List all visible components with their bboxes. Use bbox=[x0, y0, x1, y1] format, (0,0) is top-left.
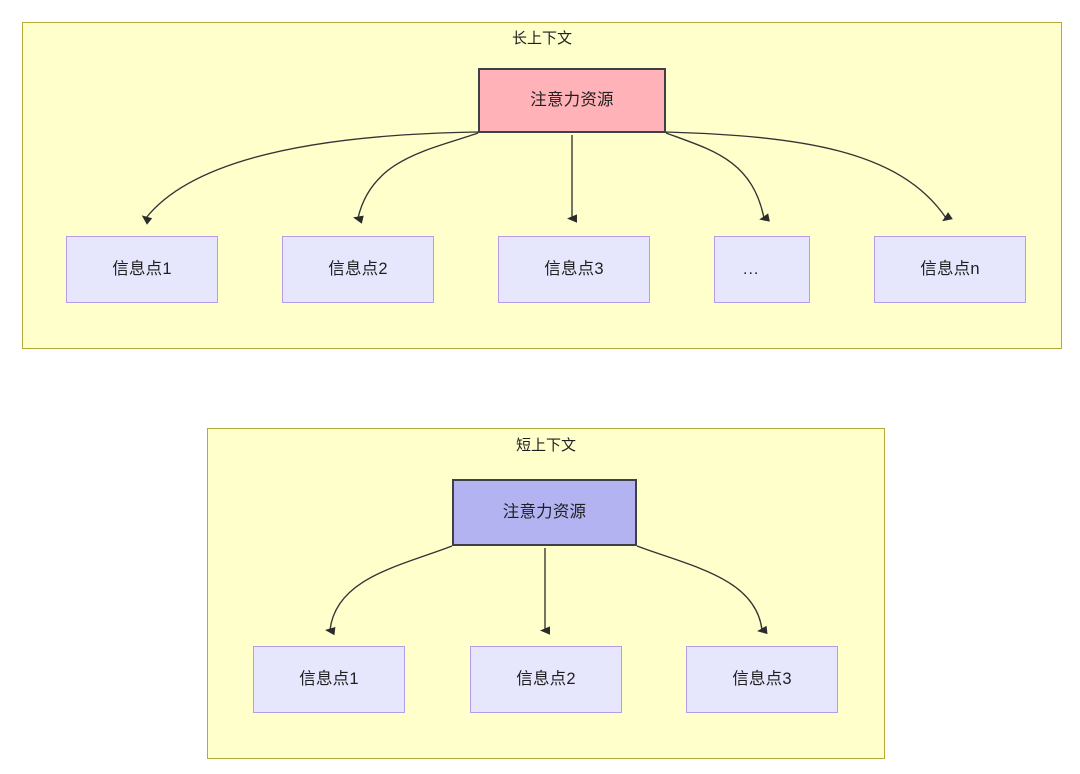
node-attention-resource-short[interactable]: 注意力资源 bbox=[452, 479, 637, 546]
node-info-point-1-short[interactable]: 信息点1 bbox=[253, 646, 405, 713]
node-info-point-n-long[interactable]: 信息点n bbox=[874, 236, 1026, 303]
node-attention-resource-long[interactable]: 注意力资源 bbox=[478, 68, 666, 133]
node-info-point-2-short[interactable]: 信息点2 bbox=[470, 646, 622, 713]
node-info-point-3-long[interactable]: 信息点3 bbox=[498, 236, 650, 303]
node-info-point-3-short[interactable]: 信息点3 bbox=[686, 646, 838, 713]
panel-short-context-title: 短上下文 bbox=[515, 437, 576, 454]
panel-long-context-title: 长上下文 bbox=[511, 30, 572, 47]
node-info-point-2-long[interactable]: 信息点2 bbox=[282, 236, 434, 303]
node-info-point-ellipsis-long[interactable]: ... bbox=[714, 236, 810, 303]
node-info-point-1-long[interactable]: 信息点1 bbox=[66, 236, 218, 303]
